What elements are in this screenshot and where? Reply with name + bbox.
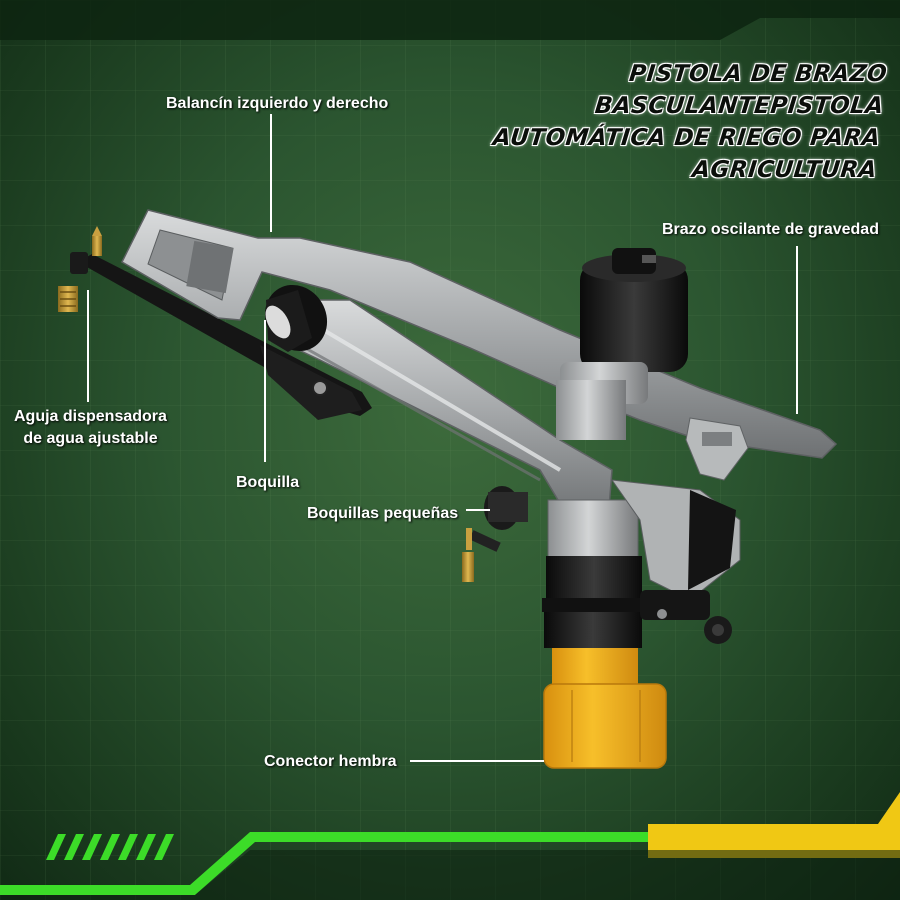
nozzle xyxy=(264,284,328,352)
label-small-nozzles: Boquillas pequeñas xyxy=(307,505,459,522)
label-rocker: Balancín izquierdo y derecho xyxy=(166,95,389,112)
deflector-arm xyxy=(70,252,372,420)
riser-body xyxy=(542,499,646,648)
small-nozzles xyxy=(462,486,528,582)
adjustment-knob xyxy=(610,479,741,644)
adjustable-needle xyxy=(58,226,102,312)
label-needle-line-1: Aguja dispensadora xyxy=(14,408,167,425)
label-gravity-arm: Brazo oscilante de gravedad xyxy=(662,221,879,238)
label-connector: Conector hembra xyxy=(264,753,397,770)
label-needle-line-2: de agua ajustable xyxy=(23,430,158,447)
rocker-arm xyxy=(121,209,838,481)
label-nozzle: Boquilla xyxy=(236,474,300,491)
leader-lines xyxy=(87,114,798,762)
counterweight xyxy=(556,248,688,440)
label-needle: Aguja dispensadora de agua ajustable xyxy=(14,406,167,450)
female-connector xyxy=(543,648,667,769)
